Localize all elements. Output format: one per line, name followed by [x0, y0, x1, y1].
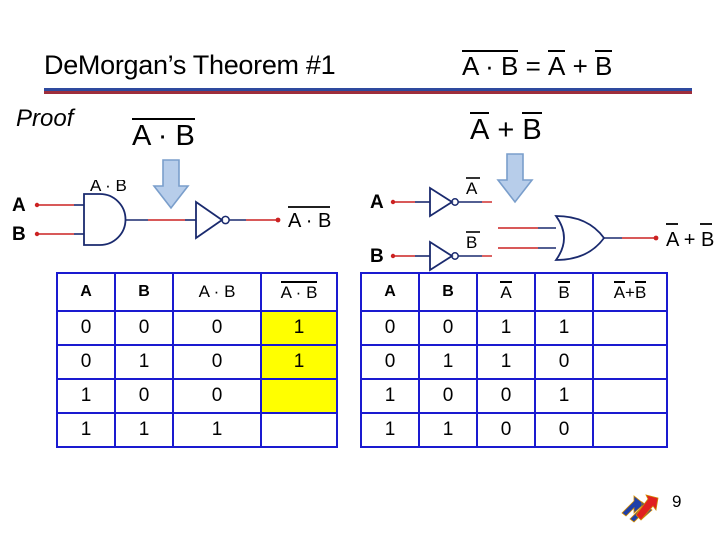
cell-nand: 1 [260, 344, 338, 380]
column-header-or: A+B [592, 272, 668, 312]
title-formula: A · B = A + B [462, 50, 613, 82]
cell-not-b: 1 [534, 310, 594, 346]
column-header-and: A · B [172, 272, 262, 312]
circuit-input-label-a: A [370, 192, 384, 213]
table-row: 1 0 0 1 [360, 378, 668, 414]
table-row: 1 1 0 0 [360, 412, 668, 448]
formula-plus: + [572, 51, 588, 81]
divider-bottom-line [44, 91, 692, 94]
cell-and: 0 [172, 344, 262, 380]
column-header-a: A [360, 272, 420, 312]
cell-and: 0 [172, 310, 262, 346]
not-gate-icon [429, 240, 454, 272]
and-gate-label: A · B [90, 180, 127, 195]
table-header-row: A B A B A+B [360, 272, 668, 312]
formula-rhs-a: A [548, 50, 566, 81]
cell-b: 0 [418, 378, 478, 414]
circuit-output-label: A + B [666, 229, 714, 251]
cell-b: 0 [418, 310, 478, 346]
formula-equals: = [525, 51, 541, 81]
output-node [653, 235, 659, 241]
circuit-input-label-b: B [12, 224, 26, 245]
cell-nand [260, 378, 338, 414]
circuit-output-label: A · B [288, 210, 331, 232]
cell-b: 0 [114, 378, 174, 414]
table-row: 1 1 1 [56, 412, 338, 448]
cell-not-a: 0 [476, 412, 536, 448]
cell-not-b: 0 [534, 344, 594, 380]
cell-nand: 1 [260, 310, 338, 346]
cell-nand [260, 412, 338, 448]
cell-or [592, 344, 668, 380]
column-header-nand: A · B [260, 272, 338, 312]
cell-and: 1 [172, 412, 262, 448]
formula-rhs-b: B [595, 50, 613, 81]
not-gate-b-label: B [466, 233, 477, 252]
cell-b: 1 [418, 344, 478, 380]
left-truth-table: A B A · B A · B 0 0 0 1 0 1 0 1 1 0 0 1 … [56, 272, 338, 448]
cell-not-a: 0 [476, 378, 536, 414]
cell-b: 1 [418, 412, 478, 448]
cell-or [592, 378, 668, 414]
and-gate-icon [83, 193, 127, 246]
right-expression-a: A [470, 112, 490, 146]
cell-a: 0 [360, 310, 420, 346]
output-node [275, 217, 281, 223]
right-circuit-diagram: A A B B A + B [370, 177, 714, 272]
title-divider [44, 88, 692, 94]
right-truth-table: A B A B A+B 0 0 1 1 0 1 1 0 [360, 272, 668, 448]
table-header-row: A B A · B A · B [56, 272, 338, 312]
cell-or [592, 412, 668, 448]
cell-a: 1 [56, 412, 116, 448]
cell-a: 0 [56, 310, 116, 346]
right-expression: A + B [470, 112, 542, 147]
left-circuit-diagram: A B A · B A · B [12, 180, 331, 246]
cell-not-b: 1 [534, 378, 594, 414]
circuit-input-label-b: B [370, 246, 384, 267]
page-number: 9 [672, 492, 682, 511]
cell-and: 0 [172, 378, 262, 414]
down-arrow-icon [152, 159, 190, 210]
formula-lhs: A · B [462, 50, 519, 81]
cell-not-a: 1 [476, 310, 536, 346]
table-row: 1 0 0 [56, 378, 338, 414]
arrows-logo-icon [621, 494, 659, 523]
right-expression-plus: + [497, 114, 515, 146]
cell-a: 0 [360, 344, 420, 380]
cell-a: 1 [360, 412, 420, 448]
cell-not-b: 0 [534, 412, 594, 448]
table-row: 0 1 1 0 [360, 344, 668, 380]
column-header-b: B [418, 272, 478, 312]
cell-a: 0 [56, 344, 116, 380]
cell-a: 1 [360, 378, 420, 414]
table-row: 0 0 0 1 [56, 310, 338, 346]
left-expression: A · B [132, 118, 195, 153]
column-header-a: A [56, 272, 116, 312]
cell-b: 0 [114, 310, 174, 346]
right-expression-b: B [522, 112, 542, 146]
table-row: 0 0 1 1 [360, 310, 668, 346]
or-gate-icon [554, 215, 606, 261]
not-gate-icon [429, 186, 454, 218]
not-gate-icon [195, 200, 224, 240]
column-header-not-a: A [476, 272, 536, 312]
cell-not-a: 1 [476, 344, 536, 380]
cell-or [592, 310, 668, 346]
left-expression-text: A · B [132, 118, 195, 152]
divider-top-line [44, 88, 692, 91]
proof-label: Proof [16, 105, 74, 132]
cell-a: 1 [56, 378, 116, 414]
column-header-not-b: B [534, 272, 594, 312]
circuit-input-label-a: A [12, 195, 26, 216]
table-row: 0 1 0 1 [56, 344, 338, 380]
cell-b: 1 [114, 412, 174, 448]
not-gate-a-label: A [466, 179, 478, 198]
page-title: DeMorgan’s Theorem #1 [44, 50, 336, 80]
down-arrow-icon [496, 153, 534, 204]
cell-b: 1 [114, 344, 174, 380]
column-header-b: B [114, 272, 174, 312]
